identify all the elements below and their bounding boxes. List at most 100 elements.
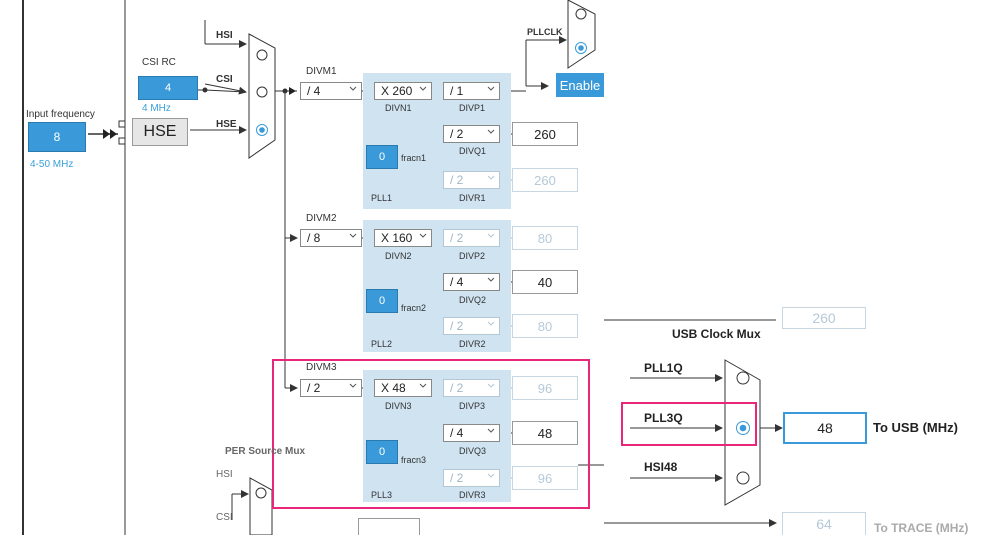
partial-output-top: 260	[782, 307, 866, 329]
fracn2-label: fracn2	[401, 303, 427, 313]
chevron-down-icon	[349, 86, 357, 91]
pll3q-output: 48	[512, 421, 578, 445]
pll1q-output: 260	[512, 122, 578, 146]
csi-rc-label: CSI RC	[142, 57, 176, 68]
input-range-label: 4-50 MHz	[30, 159, 74, 170]
divn2-label: DIVN2	[385, 251, 412, 261]
chevron-down-icon	[487, 233, 495, 238]
divn1-select[interactable]: X 260	[374, 82, 432, 100]
mux-input-csi-label: CSI	[216, 74, 233, 85]
to-usb-label: To USB (MHz)	[873, 420, 958, 435]
divr3-value: / 2	[450, 471, 464, 485]
divr3-select[interactable]: / 2	[443, 469, 500, 487]
divr2-label: DIVR2	[459, 339, 486, 349]
divp2-value: / 2	[450, 231, 464, 245]
to-trace-label: To TRACE (MHz)	[874, 521, 969, 535]
fracn3-label: fracn3	[401, 455, 427, 465]
divq2-label: DIVQ2	[459, 295, 487, 305]
per-source-mux-label: PER Source Mux	[225, 446, 306, 457]
divq1-select[interactable]: / 2	[443, 125, 500, 143]
chevron-down-icon	[349, 383, 357, 388]
pll3p-output: 96	[512, 376, 578, 400]
enable-button[interactable]: Enable	[556, 73, 604, 97]
chevron-down-icon	[487, 277, 495, 282]
divp1-value: / 1	[450, 84, 464, 98]
chevron-down-icon	[419, 86, 427, 91]
divm1-select[interactable]: / 4	[300, 82, 362, 100]
input-frequency-field[interactable]: 8	[28, 122, 86, 152]
divr2-select[interactable]: / 2	[443, 317, 500, 335]
pll1-label: PLL1	[371, 193, 393, 203]
partial-output-bottom: 64	[782, 512, 866, 535]
mux-input-hsi-label: HSI	[216, 30, 233, 41]
divr1-label: DIVR1	[459, 193, 486, 203]
divm3-label: DIVM3	[306, 362, 337, 373]
chevron-down-icon	[487, 129, 495, 134]
divp1-label: DIVP1	[459, 103, 486, 113]
divm3-select[interactable]: / 2	[300, 379, 362, 397]
fracn3-field[interactable]: 0	[366, 440, 398, 464]
chevron-down-icon	[419, 233, 427, 238]
divn2-select[interactable]: X 160	[374, 229, 432, 247]
chevron-down-icon	[487, 428, 495, 433]
divn1-label: DIVN1	[385, 103, 412, 113]
hse-box[interactable]: HSE	[132, 118, 188, 146]
chevron-down-icon	[487, 383, 495, 388]
divq2-value: / 4	[450, 275, 464, 289]
fracn1-label: fracn1	[401, 153, 427, 163]
divq3-label: DIVQ3	[459, 446, 487, 456]
partial-output-box	[358, 518, 420, 535]
chevron-down-icon	[487, 473, 495, 478]
input-frequency-label: Input frequency	[26, 109, 95, 120]
divp2-label: DIVP2	[459, 251, 486, 261]
csi-value-box[interactable]: 4	[138, 76, 198, 100]
divq1-value: / 2	[450, 127, 464, 141]
divp3-select[interactable]: / 2	[443, 379, 500, 397]
divr2-value: / 2	[450, 319, 464, 333]
chevron-down-icon	[349, 233, 357, 238]
usb-output-value: 48	[783, 412, 867, 444]
usb-input-hsi48-label: HSI48	[644, 460, 678, 474]
pll3-label: PLL3	[371, 490, 393, 500]
usb-input-pll1q-label: PLL1Q	[644, 361, 683, 375]
divn2-value: X 160	[381, 231, 413, 245]
divq3-select[interactable]: / 4	[443, 424, 500, 442]
csi-unit-label: 4 MHz	[142, 103, 171, 114]
divq3-value: / 4	[450, 426, 464, 440]
divm2-select[interactable]: / 8	[300, 229, 362, 247]
divm2-label: DIVM2	[306, 213, 337, 224]
divp3-value: / 2	[450, 381, 464, 395]
pll3r-output: 96	[512, 466, 578, 490]
divm1-value: / 4	[307, 84, 321, 98]
divm3-value: / 2	[307, 381, 321, 395]
chevron-down-icon	[487, 86, 495, 91]
per-mux-hsi-label: HSI	[216, 469, 233, 480]
pll2p-output: 80	[512, 226, 578, 250]
usb-clock-mux-label: USB Clock Mux	[672, 327, 761, 341]
divq2-select[interactable]: / 4	[443, 273, 500, 291]
pllclk-label: PLLCLK	[527, 27, 563, 37]
divp3-label: DIVP3	[459, 401, 486, 411]
fracn1-field[interactable]: 0	[366, 145, 398, 169]
chevron-down-icon	[419, 383, 427, 388]
divm1-label: DIVM1	[306, 66, 337, 77]
divn3-label: DIVN3	[385, 401, 412, 411]
fracn2-field[interactable]: 0	[366, 289, 398, 313]
divr1-select[interactable]: / 2	[443, 171, 500, 189]
pll2-label: PLL2	[371, 339, 393, 349]
pll3-highlight-box	[272, 359, 590, 509]
chevron-down-icon	[487, 321, 495, 326]
mux-input-hse-label: HSE	[216, 119, 237, 130]
divn3-select[interactable]: X 48	[374, 379, 432, 397]
divp1-select[interactable]: / 1	[443, 82, 500, 100]
pll2q-output: 40	[512, 270, 578, 294]
pll2r-output: 80	[512, 314, 578, 338]
divq1-label: DIVQ1	[459, 146, 487, 156]
divm2-value: / 8	[307, 231, 321, 245]
pll3q-highlight-box	[621, 402, 757, 446]
usb-input-pll3q-label: PLL3Q	[644, 411, 683, 425]
divn1-value: X 260	[381, 84, 413, 98]
pll1r-output: 260	[512, 168, 578, 192]
divp2-select[interactable]: / 2	[443, 229, 500, 247]
chevron-down-icon	[487, 175, 495, 180]
